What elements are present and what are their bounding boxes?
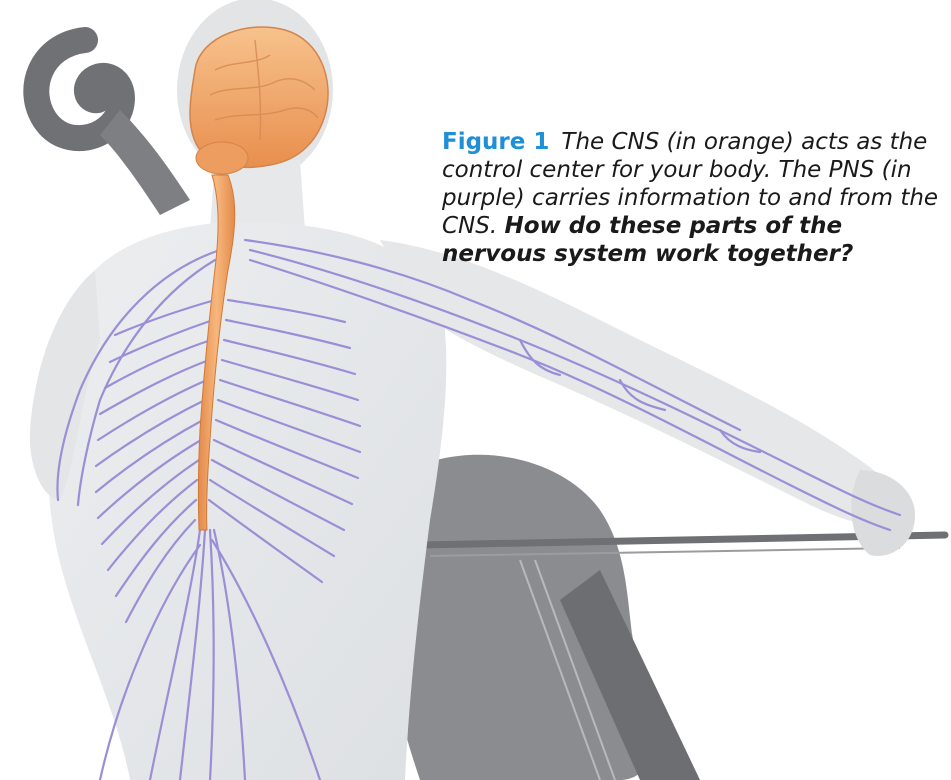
figure-label: Figure 1 <box>442 129 549 155</box>
cello-scroll <box>36 40 190 215</box>
cello-body <box>390 455 700 780</box>
cerebellum <box>196 142 248 174</box>
figure-caption: Figure 1The CNS (in orange) acts as the … <box>442 128 942 268</box>
caption-question: How do these parts of the nervous system… <box>442 213 853 267</box>
